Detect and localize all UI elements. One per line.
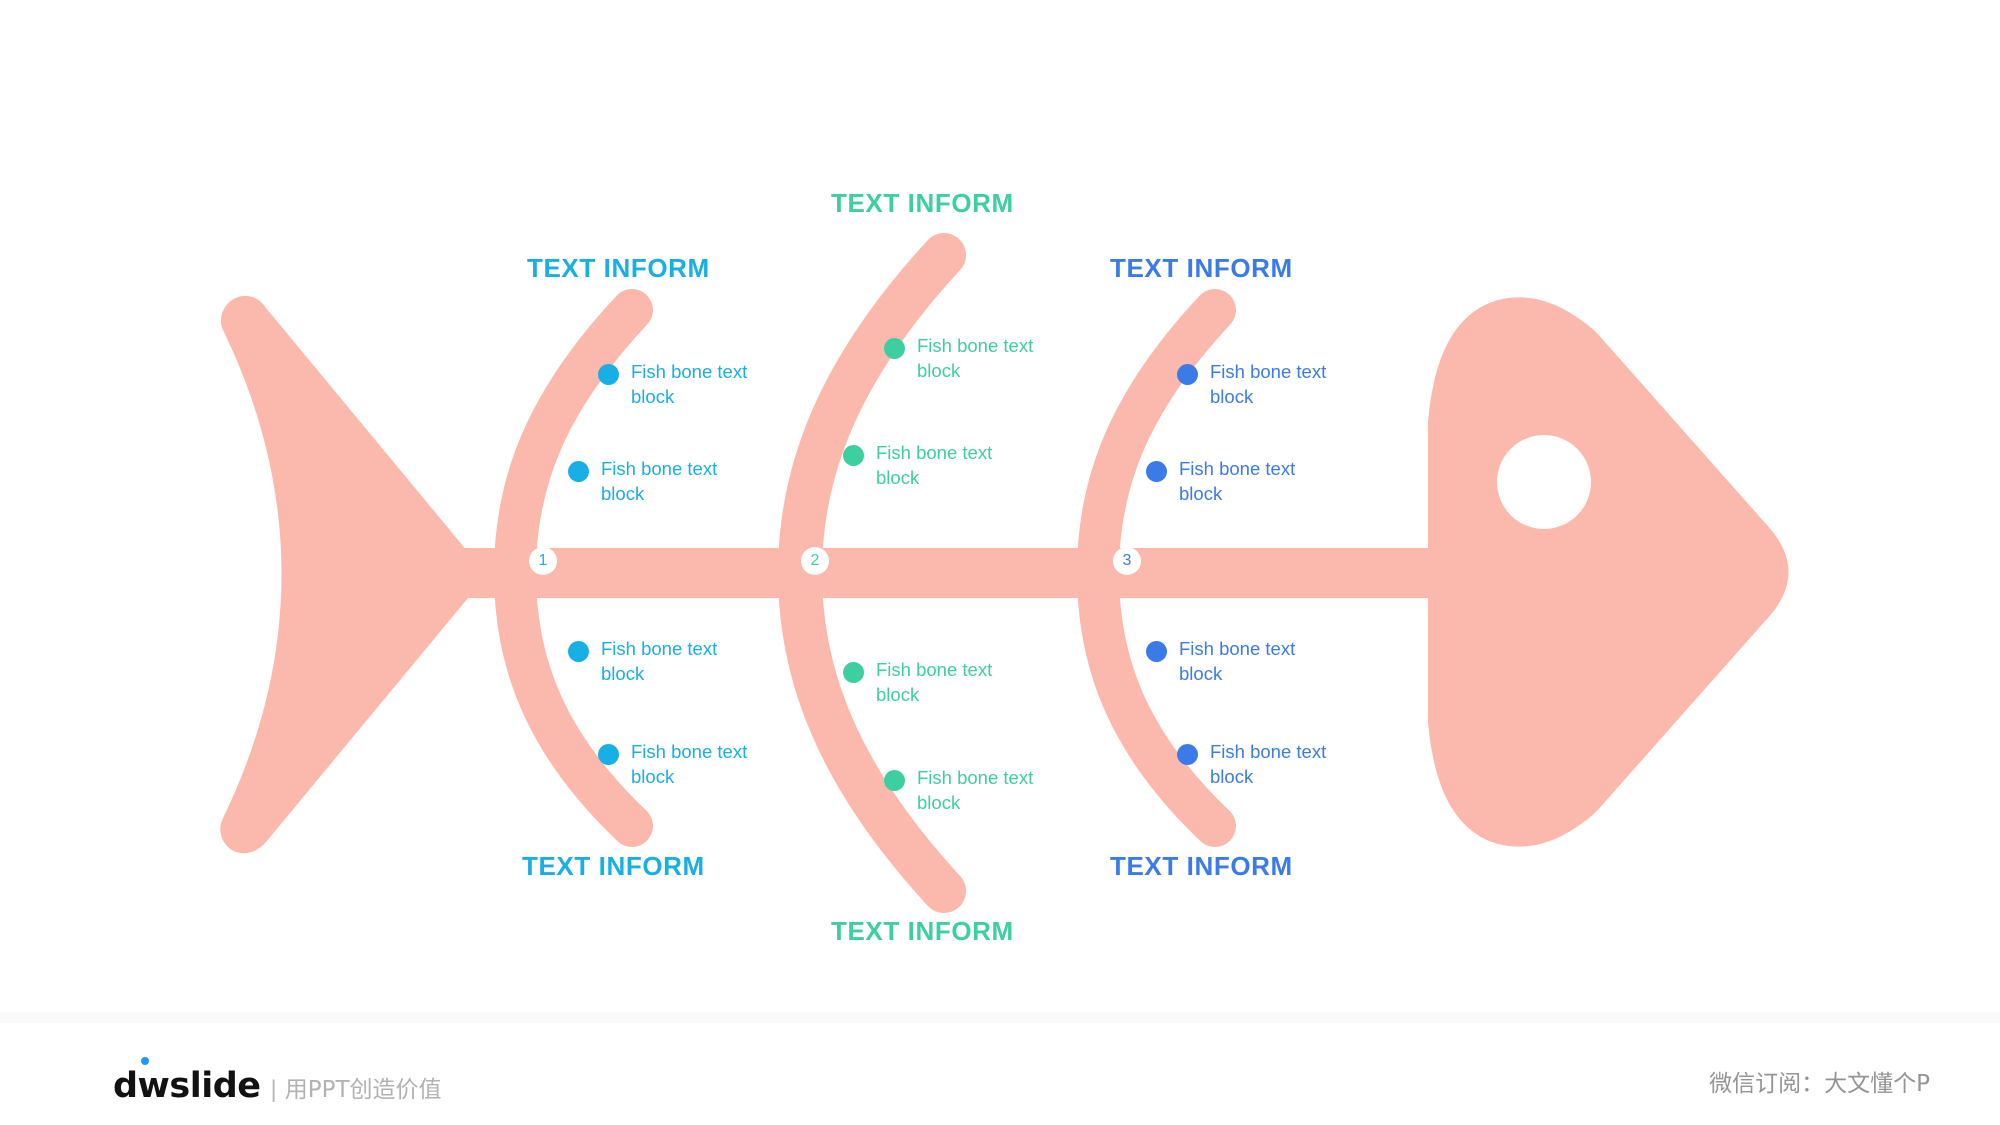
bullet-dot-icon <box>1146 461 1167 482</box>
brand-logo: dwslide <box>113 1057 261 1106</box>
fish-spine <box>440 548 1520 598</box>
fish-tail <box>220 295 468 854</box>
spine-node-1[interactable]: 1 <box>529 547 557 575</box>
footer-separator: | <box>270 1076 277 1103</box>
bone-item-label: Fish bone text block <box>876 442 993 488</box>
bone-item-label: Fish bone text block <box>631 741 748 787</box>
group-1-top-item-2[interactable]: Fish bone text block <box>568 457 758 506</box>
group-3-top-title: TEXT INFORM <box>1110 253 1293 283</box>
bone-item-label: Fish bone text block <box>917 767 1034 813</box>
bone-item-label: Fish bone text block <box>1210 361 1327 407</box>
bullet-dot-icon <box>843 662 864 683</box>
group-3-top-item-1[interactable]: Fish bone text block <box>1177 360 1367 409</box>
bullet-dot-icon <box>598 364 619 385</box>
bullet-dot-icon <box>568 641 589 662</box>
group-2-top-item-2[interactable]: Fish bone text block <box>843 441 1033 490</box>
bullet-dot-icon <box>884 770 905 791</box>
bone-item-label: Fish bone text block <box>917 335 1034 381</box>
spine-node-2[interactable]: 2 <box>801 547 829 575</box>
group-3-bottom-item-1[interactable]: Fish bone text block <box>1146 637 1336 686</box>
group-3-bottom-title: TEXT INFORM <box>1110 851 1293 881</box>
bone-item-label: Fish bone text block <box>1179 458 1296 504</box>
bullet-dot-icon <box>598 744 619 765</box>
fish-head <box>1428 297 1789 847</box>
footer-wechat-text: 微信订阅：大文懂个P <box>1709 1071 1930 1097</box>
group-3-top-item-2[interactable]: Fish bone text block <box>1146 457 1336 506</box>
rib-bone-3 <box>1076 289 1236 847</box>
group-2-bottom-item-2[interactable]: Fish bone text block <box>884 766 1074 815</box>
group-2-bottom-item-1[interactable]: Fish bone text block <box>843 658 1033 707</box>
bullet-dot-icon <box>884 338 905 359</box>
footer-divider <box>0 1012 2000 1023</box>
bullet-dot-icon <box>1177 364 1198 385</box>
group-2-top-item-1[interactable]: Fish bone text block <box>884 334 1074 383</box>
group-1-bottom-item-1[interactable]: Fish bone text block <box>568 637 758 686</box>
footer-bar <box>0 1023 2000 1125</box>
bone-item-label: Fish bone text block <box>601 638 718 684</box>
spine-node-3[interactable]: 3 <box>1113 547 1141 575</box>
bullet-dot-icon <box>1146 641 1167 662</box>
brand-logo-text: dwslide <box>113 1066 261 1106</box>
group-2-bottom-title: TEXT INFORM <box>831 916 1014 946</box>
bone-item-label: Fish bone text block <box>1210 741 1327 787</box>
fish-eye <box>1497 435 1591 529</box>
bullet-dot-icon <box>568 461 589 482</box>
bone-item-label: Fish bone text block <box>876 659 993 705</box>
group-1-bottom-title: TEXT INFORM <box>522 851 705 881</box>
footer-tagline: 用PPT创造价值 <box>284 1077 442 1103</box>
bone-item-label: Fish bone text block <box>601 458 718 504</box>
rib-bone-2 <box>777 233 966 913</box>
group-1-top-title: TEXT INFORM <box>527 253 710 283</box>
logo-dot-icon <box>141 1057 149 1065</box>
bullet-dot-icon <box>843 445 864 466</box>
rib-bone-1 <box>493 289 653 847</box>
group-3-bottom-item-2[interactable]: Fish bone text block <box>1177 740 1367 789</box>
bone-item-label: Fish bone text block <box>631 361 748 407</box>
group-2-top-title: TEXT INFORM <box>831 188 1014 218</box>
group-1-bottom-item-2[interactable]: Fish bone text block <box>598 740 788 789</box>
group-1-top-item-1[interactable]: Fish bone text block <box>598 360 788 409</box>
bullet-dot-icon <box>1177 744 1198 765</box>
footer-branding: dwslide | 用PPT创造价值 <box>113 1057 442 1106</box>
bone-item-label: Fish bone text block <box>1179 638 1296 684</box>
